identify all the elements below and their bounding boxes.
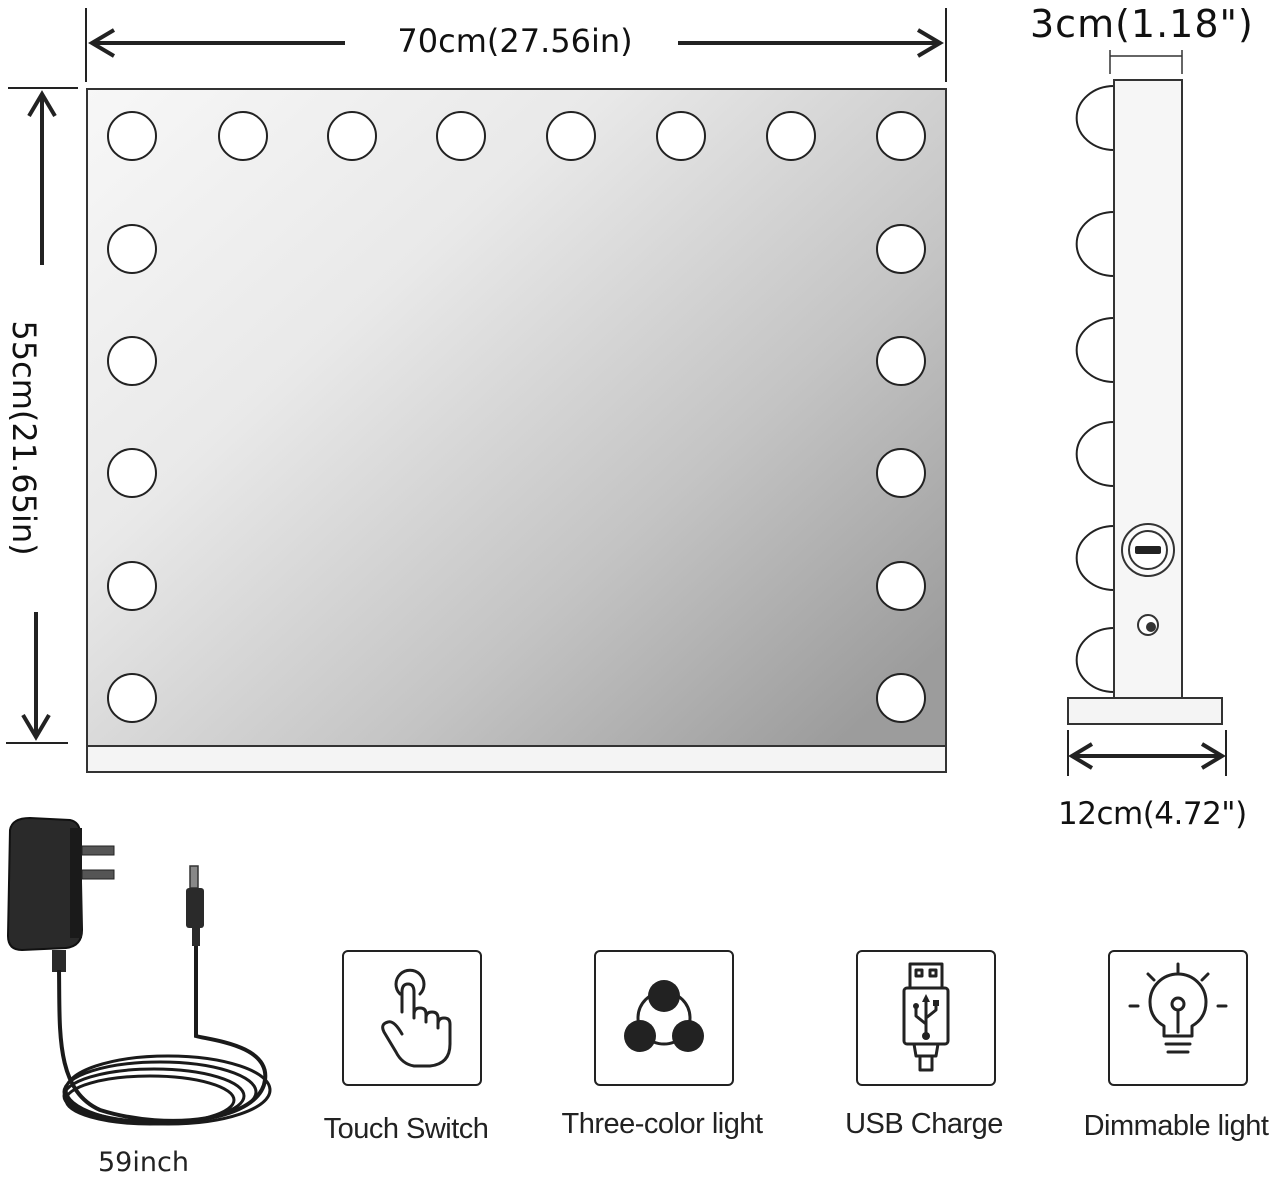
side-view-diagram: [1067, 50, 1227, 776]
feature-touch-switch-label: Touch Switch: [323, 1113, 489, 1145]
feature-touch-switch: [342, 950, 482, 1086]
height-dimension-label: 55cm(21.65in): [5, 320, 43, 556]
feature-three-color-light-label: Three-color light: [561, 1108, 763, 1140]
power-adapter-icon: [6, 816, 272, 1126]
front-view-diagram: [6, 8, 947, 773]
bulb-column-right: [876, 224, 926, 723]
feature-dimmable-light-label: Dimmable light: [1083, 1110, 1269, 1142]
feature-dimmable-light: [1108, 950, 1248, 1086]
feature-three-color-light: [594, 950, 734, 1086]
width-dimension-label: 70cm(27.56in): [397, 22, 633, 60]
bulb-row-top: [107, 111, 926, 161]
touch-icon: [381, 968, 452, 1068]
bulb-column-left: [107, 224, 157, 723]
three-color-icon: [624, 980, 704, 1052]
cable-length-label: 59inch: [98, 1147, 189, 1178]
bulb-icon: [1128, 962, 1228, 1054]
feature-usb-charge: [856, 950, 996, 1086]
depth-dimension-label: 3cm(1.18"): [1030, 2, 1254, 46]
usb-icon: [902, 962, 950, 1072]
feature-usb-charge-label: USB Charge: [845, 1108, 1003, 1140]
base-dimension-label: 12cm(4.72"): [1058, 796, 1247, 832]
